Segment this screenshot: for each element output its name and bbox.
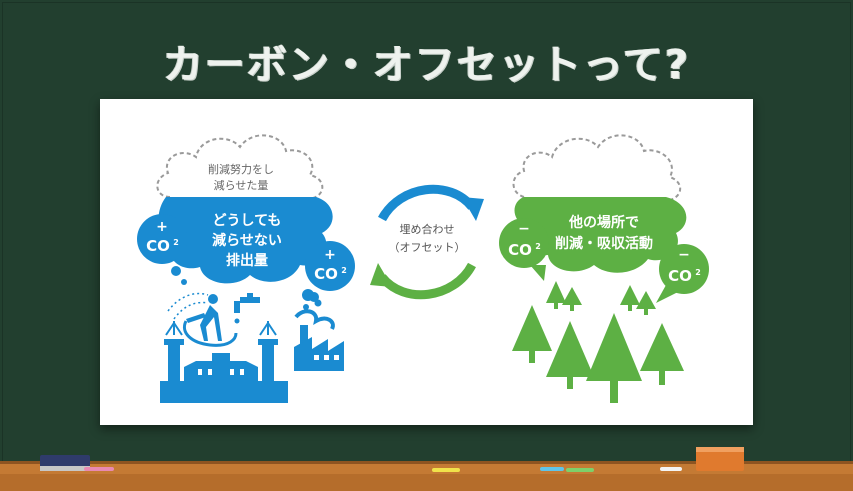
svg-text:−: − [678,247,690,263]
co2-minus-bubble-right: − CO 2 [656,244,709,303]
offset-label-line1: 埋め合わせ [400,222,455,236]
diagram-svg: 削減努力をし 減らせた量 どうしても 減らせない 排出量 + CO 2 + CO… [137,134,709,403]
svg-text:2: 2 [341,266,347,275]
diagram-panel: 削減努力をし 減らせた量 どうしても 減らせない 排出量 + CO 2 + CO… [100,99,753,425]
svg-text:CO: CO [668,267,692,285]
eraser-right [696,447,744,471]
co2-minus-bubble-left: − CO 2 [499,218,549,281]
emission-line3: 排出量 [226,252,268,269]
reduced-cloud-outline [156,134,324,200]
person-watering-icon [167,292,238,347]
page-title: カーボン・オフセットって? [162,42,691,88]
svg-text:+: + [156,219,168,235]
svg-text:CO: CO [508,241,532,259]
forest-icon [512,281,684,403]
eraser-left [40,455,90,471]
faucet-icon [234,293,260,324]
reduced-label-line1: 削減努力をし [208,162,274,176]
power-plant-icon [160,321,288,403]
absorb-line1: 他の場所で [568,214,639,231]
absorb-line2: 削減・吸収活動 [555,235,653,252]
svg-text:2: 2 [695,268,701,277]
reduced-label-line2: 減らせた量 [214,178,269,192]
chalk-yellow [432,468,460,472]
factory-icon [294,289,344,371]
svg-text:−: − [518,221,530,237]
emission-cloud [158,197,333,284]
co2-plus-bubble-right: + CO 2 [303,241,355,310]
svg-text:2: 2 [535,242,541,251]
absorb-cloud-outline [512,134,681,202]
emission-line1: どうしても [213,213,282,229]
svg-text:CO: CO [146,237,170,255]
absorb-cloud [514,197,687,273]
chalk-green [566,468,594,472]
svg-text:CO: CO [314,265,338,283]
chalk-pink [84,467,114,471]
offset-label-line2: （オフセット） [389,241,466,254]
co2-plus-bubble-left: + CO 2 [137,214,187,285]
svg-text:2: 2 [173,238,179,247]
chalk-ledge-front [0,474,853,491]
offset-cycle-arrows [370,184,484,300]
emission-line2: 減らせない [212,232,282,249]
chalk-cyan [540,467,564,471]
svg-text:+: + [324,247,336,263]
chalk-white [660,467,682,471]
